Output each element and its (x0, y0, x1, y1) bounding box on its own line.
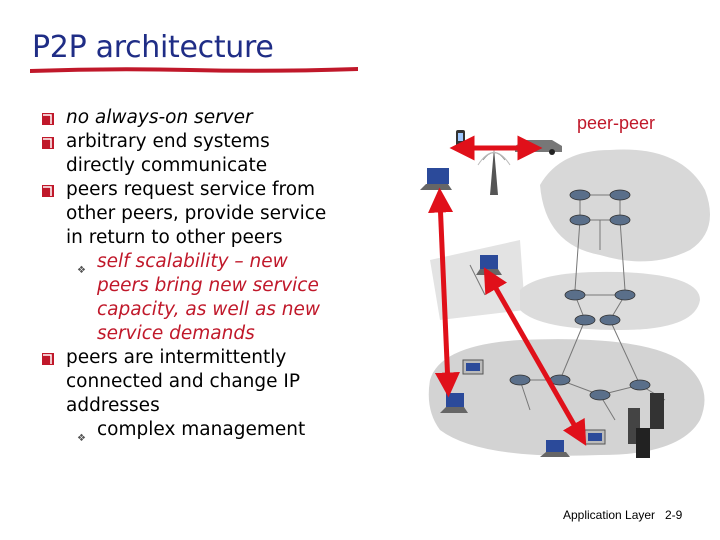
bullet-item: arbitrary end systems directly communica… (40, 130, 380, 178)
server-icon (628, 393, 664, 458)
footer-section: Application Layer (563, 508, 656, 522)
bullet-text: service demands (97, 323, 255, 344)
sub-bullet-marker-icon: ❖ (77, 433, 86, 444)
bullet-item: peers request service from other peers, … (40, 178, 380, 250)
page-number: 2-9 (665, 508, 683, 522)
sub-bullet-item: ❖ complex management (40, 418, 380, 444)
bullet-marker-icon (42, 137, 54, 149)
bullet-text: arbitrary end systems (66, 131, 270, 152)
bullet-text: addresses (66, 395, 160, 416)
bullet-text: no always-on server (66, 107, 253, 128)
bullet-marker-icon (42, 353, 54, 365)
title-underline (30, 67, 358, 73)
desktop-icon (462, 359, 484, 375)
peer-arrows (428, 135, 587, 446)
bullet-text: self scalability – new (97, 251, 288, 272)
bullet-text: peers are intermittently (66, 347, 287, 368)
bullet-text: other peers, provide service (66, 203, 327, 224)
diagram-label: peer-peer (577, 113, 656, 133)
bullet-text: capacity, as well as new (97, 299, 321, 320)
bullet-text: in return to other peers (66, 227, 283, 248)
peer-arrow (483, 267, 587, 446)
peer-arrow (428, 187, 460, 398)
slide-title: P2P architecture (32, 30, 274, 65)
bullet-marker-icon (42, 185, 54, 197)
laptop-icon (420, 168, 452, 190)
bullet-text: connected and change IP (66, 371, 301, 392)
bullet-item: peers are intermittently connected and c… (40, 346, 380, 418)
desktop-icon (584, 429, 606, 445)
bullet-text: peers bring new service (97, 275, 319, 296)
bullet-text: peers request service from (66, 179, 316, 200)
isp-cloud-top (540, 149, 710, 262)
bullet-marker-icon (42, 113, 54, 125)
cell-tower-icon (477, 148, 511, 195)
bullet-text: directly communicate (66, 155, 268, 176)
bullet-item: no always-on server (40, 106, 380, 130)
bullet-list: no always-on server arbitrary end system… (40, 106, 380, 444)
sub-bullet-item: ❖ self scalability – new peers bring new… (40, 250, 380, 346)
bullet-text: complex management (97, 419, 306, 440)
p2p-network-diagram (420, 130, 710, 458)
sub-bullet-marker-icon: ❖ (77, 265, 86, 276)
